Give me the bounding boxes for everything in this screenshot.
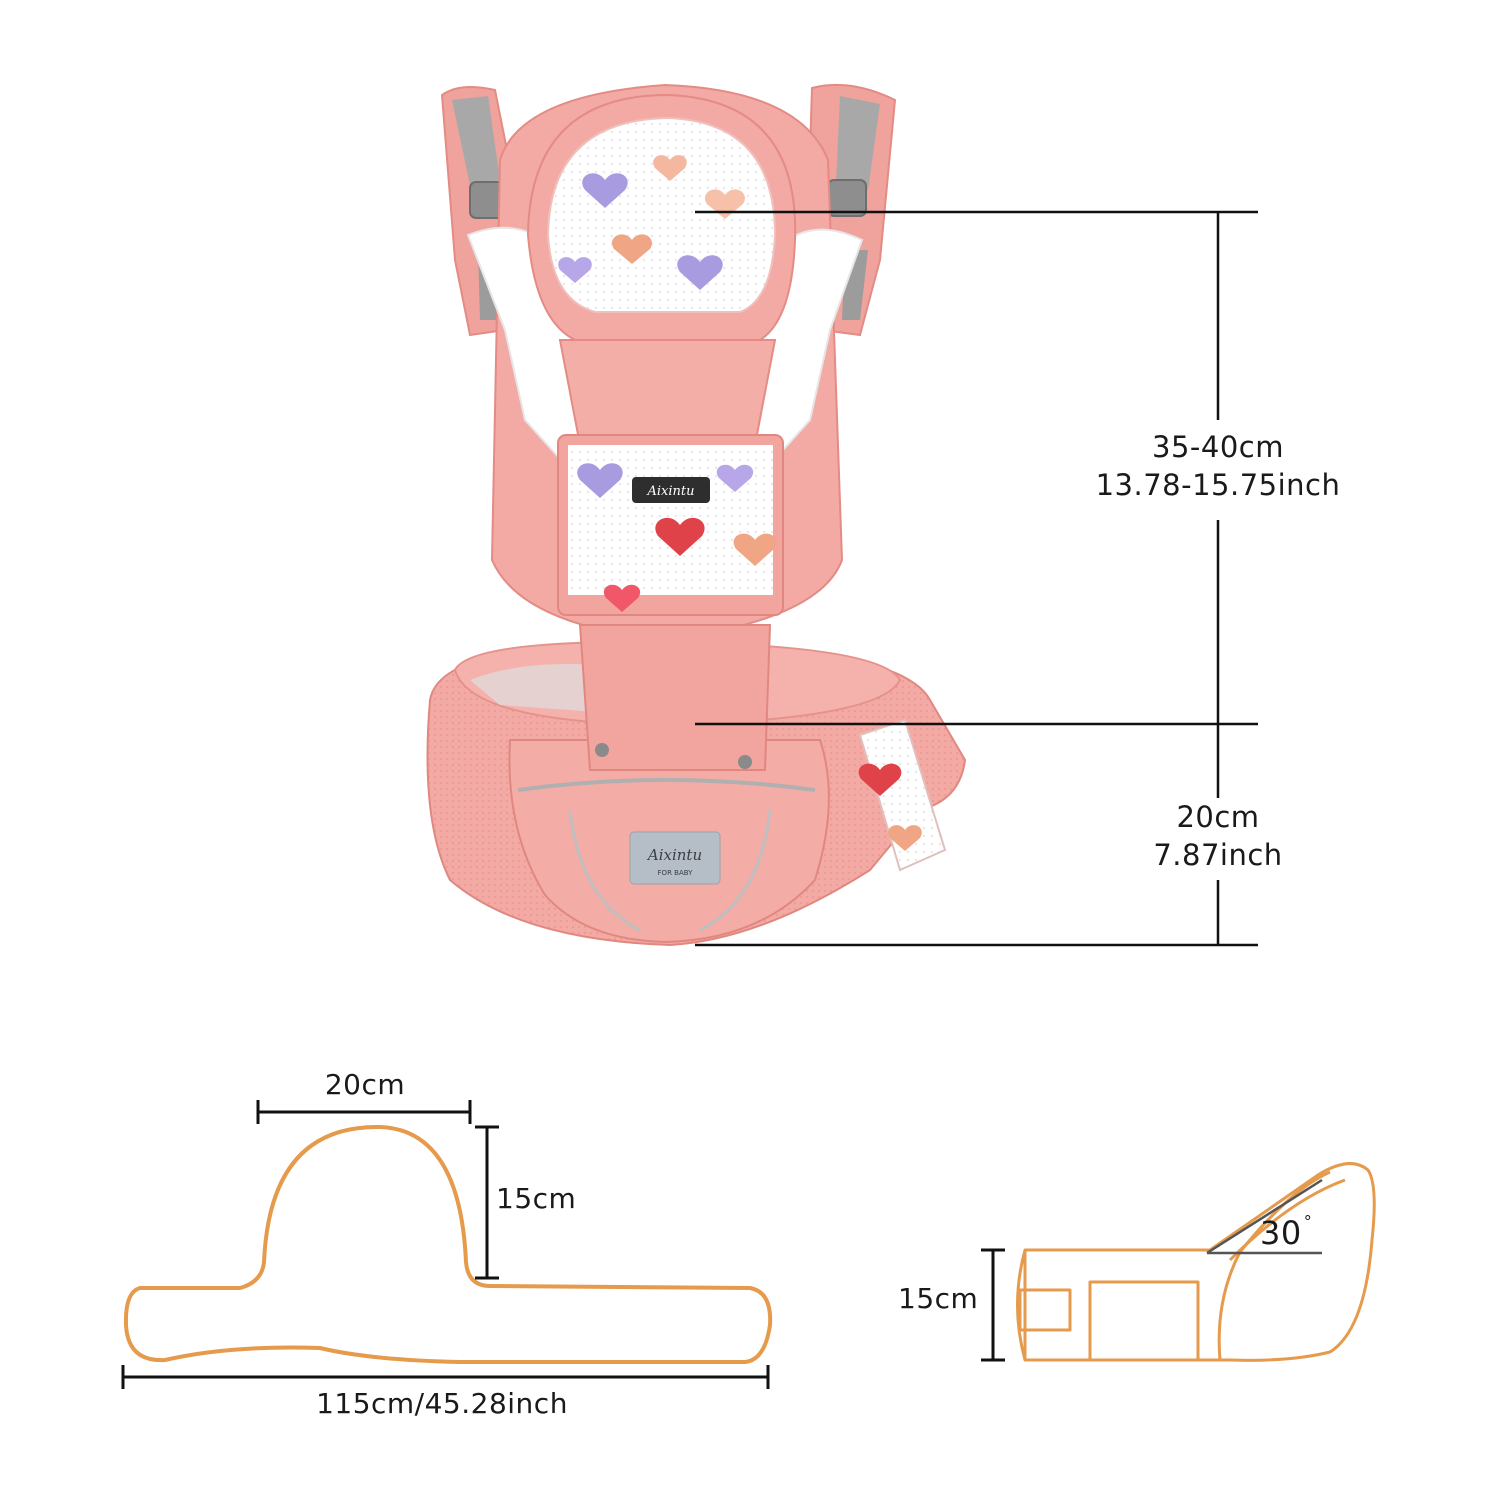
left-strap-webbing xyxy=(452,96,500,185)
torso-height-label: 35-40cm 13.78-15.75inch xyxy=(1096,428,1341,504)
seat-angle-value: 30 xyxy=(1260,1214,1302,1252)
right-strap-buckle xyxy=(827,179,867,217)
baby-carrier-illustration: Aixintu Aixintu FOR BABY xyxy=(426,83,967,947)
waist-height-label: 20cm 7.87inch xyxy=(1153,798,1282,874)
seat-angle-lines xyxy=(1206,1178,1323,1255)
hip-seat-top-outline xyxy=(123,1124,773,1364)
side-pocket-heart xyxy=(858,763,902,796)
hip-seat-label-tagline: FOR BABY xyxy=(658,869,694,877)
seat-top-dimension-lines xyxy=(121,1100,770,1389)
seat-side-depth-label: 15cm xyxy=(898,1282,979,1315)
seat-top-width-label: 20cm xyxy=(324,1068,406,1101)
seat-angle-label: 30° xyxy=(1260,1212,1313,1252)
hip-seat-side-outline xyxy=(1016,1162,1376,1362)
hood-mesh-panel xyxy=(546,116,777,313)
hip-seat-label-patch xyxy=(629,831,721,885)
side-pocket-heart-small xyxy=(888,825,922,851)
chest-mesh-panel xyxy=(558,339,777,446)
carrier-dimension-lines xyxy=(695,210,1258,947)
torso-height-metric: 35-40cm xyxy=(1152,430,1284,464)
hip-seat-zipper xyxy=(517,778,816,792)
torso-height-imperial: 13.78-15.75inch xyxy=(1095,468,1341,502)
right-strap-webbing xyxy=(836,96,880,190)
front-flap xyxy=(578,624,772,771)
waist-height-metric: 20cm xyxy=(1176,800,1260,834)
degree-symbol: ° xyxy=(1303,1212,1313,1231)
heart-pattern xyxy=(558,155,746,290)
waist-height-imperial: 7.87inch xyxy=(1153,838,1283,872)
flap-snap-left xyxy=(595,743,609,757)
pocket-heart-pattern xyxy=(577,463,777,612)
hip-seat-reflective-trim xyxy=(568,809,772,932)
seat-side-dimension-lines xyxy=(981,1248,1005,1362)
brand-logo-text: Aixintu xyxy=(646,484,694,499)
brand-logo xyxy=(632,477,710,503)
belt-length-label: 115cm/45.28inch xyxy=(316,1387,568,1420)
seat-height-label: 15cm xyxy=(496,1182,577,1215)
flap-snap-right xyxy=(738,755,752,769)
hip-seat-label-text: Aixintu xyxy=(646,846,702,864)
